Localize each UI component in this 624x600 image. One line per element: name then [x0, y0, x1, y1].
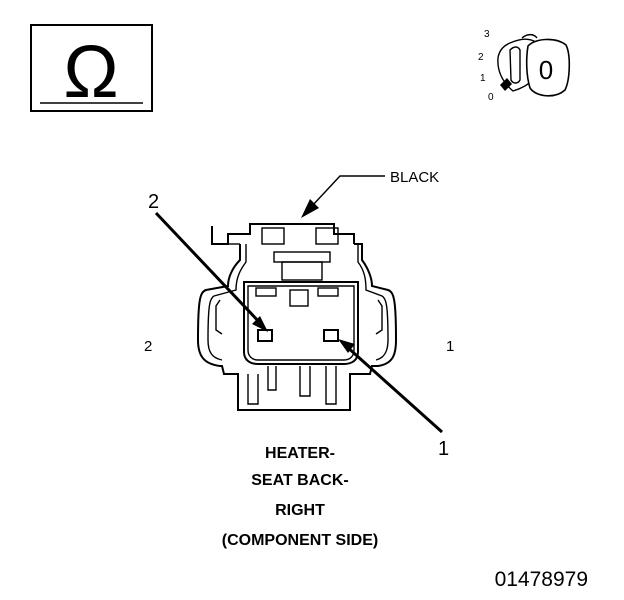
ignition-pos-3: 3 [484, 29, 490, 40]
caption-line-1: HEATER- [265, 445, 335, 462]
pin-callout-1: 1 [338, 339, 449, 460]
pin-callout-label-2: 2 [148, 191, 159, 213]
ignition-pos-1: 1 [480, 73, 486, 84]
ignition-key-value: 0 [539, 55, 553, 85]
ohmmeter-icon: Ω [30, 24, 153, 113]
caption-line-2: SEAT BACK- [251, 472, 348, 489]
color-callout: BLACK [301, 169, 439, 218]
pin-callout-label-1: 1 [438, 438, 449, 460]
connector-body [196, 223, 398, 411]
ignition-pos-2: 2 [478, 52, 484, 63]
pin-callout-2: 2 [148, 191, 268, 332]
ohm-symbol: Ω [63, 30, 118, 113]
caption-line-3: RIGHT [275, 502, 325, 519]
terminal-pin-2 [257, 329, 273, 342]
side-label-right: 1 [446, 338, 454, 355]
terminal-pin-1 [323, 329, 339, 342]
caption: HEATER- SEAT BACK- RIGHT (COMPONENT SIDE… [222, 445, 378, 549]
connector-color-label: BLACK [390, 169, 439, 186]
side-label-left: 2 [144, 338, 152, 355]
caption-line-4: (COMPONENT SIDE) [222, 532, 378, 549]
figure-number: 01478979 [495, 568, 588, 591]
ignition-key-icon: 0 3 2 1 0 [478, 29, 571, 103]
ignition-pos-0: 0 [488, 92, 494, 103]
